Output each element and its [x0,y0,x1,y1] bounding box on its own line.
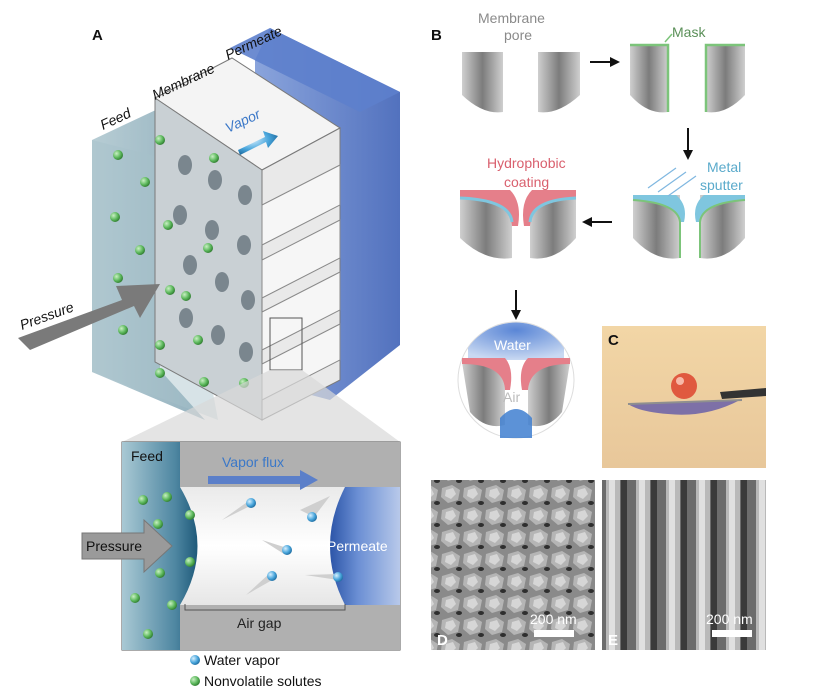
step3-metal-sputter [632,167,746,259]
panel-a-letter: A [92,27,103,44]
inset-feed-label: Feed [131,448,163,464]
membrane-pore-label-2: pore [504,27,532,43]
legend-solutes-label: Nonvolatile solutes [204,673,322,689]
step2-mask [630,43,745,113]
legend: Water vapor Nonvolatile solutes [190,652,322,689]
arrow-step2-to-3 [683,128,693,160]
panel-b-letter: B [431,27,442,44]
panel-d-scale-bar [534,630,574,637]
inset-pressure-arrow [81,518,173,574]
pressure-arrow [18,284,160,350]
membrane-edge [627,399,743,405]
metal-sputter-label-1: Metal [707,159,741,175]
feed-volume [92,108,205,420]
hydrophobic-label-2: coating [504,174,549,190]
membrane-pores [173,155,255,362]
inset-permeate [330,487,400,605]
legend-water-vapor-swatch [190,655,200,665]
panel-c: C [602,326,766,468]
metal-sputter-label-2: sputter [700,177,743,193]
air-gap-label: Air gap [237,615,282,631]
panel-d: 200 nm D [431,480,595,650]
inset-pressure-label: Pressure [86,538,142,554]
legend-water-vapor-label: Water vapor [204,652,280,668]
hydrophobic-label-1: Hydrophobic [487,155,566,171]
inset-permeate-label: Permeate [327,538,388,554]
arrow-step1-to-2 [590,57,620,67]
vapor-flux-arrow [208,470,318,490]
mask-label: Mask [672,24,706,40]
step4-hydrophobic-coating [459,190,577,259]
droplet-highlight [676,377,684,385]
step1-bare-pore [462,52,580,113]
panel-a: A [18,22,400,442]
vapor-molecules [222,496,343,595]
panel-b: B Membrane pore Mask [431,10,746,439]
tweezers [720,388,766,399]
step5-water-air [457,321,575,439]
panel-d-sem-image [431,480,595,650]
arrow-step3-to-4 [582,217,612,227]
water-label: Water [494,337,531,353]
vapor-flux-label: Vapor flux [222,454,284,470]
panel-e-scale-bar [712,630,752,637]
feed-solutes [110,135,249,388]
legend-solutes-swatch [190,676,200,686]
panel-d-letter: D [437,632,448,649]
panel-e-scale-label: 200 nm [706,611,753,627]
panel-d-scale-label: 200 nm [530,611,577,627]
panel-e: 200 nm E [602,480,766,650]
inset-solutes [130,492,195,639]
zoom-funnel [122,370,400,442]
vapor-arrow [238,131,278,155]
arrow-step4-to-5 [511,290,521,320]
permeate-top [230,28,400,112]
inset-zoom-view: Vapor flux Pressure [81,441,401,651]
inset-membrane-bottom [180,605,400,650]
panel-c-letter: C [608,332,619,349]
membrane-channels [261,164,341,401]
water-droplet [671,373,697,399]
panel-e-letter: E [608,632,618,649]
air-label: Air [503,389,520,405]
panel-e-sem-image [602,480,766,650]
membrane-pore-label-1: Membrane [478,10,545,26]
air-gap-bracket [184,604,346,611]
mask-leader [664,33,673,43]
